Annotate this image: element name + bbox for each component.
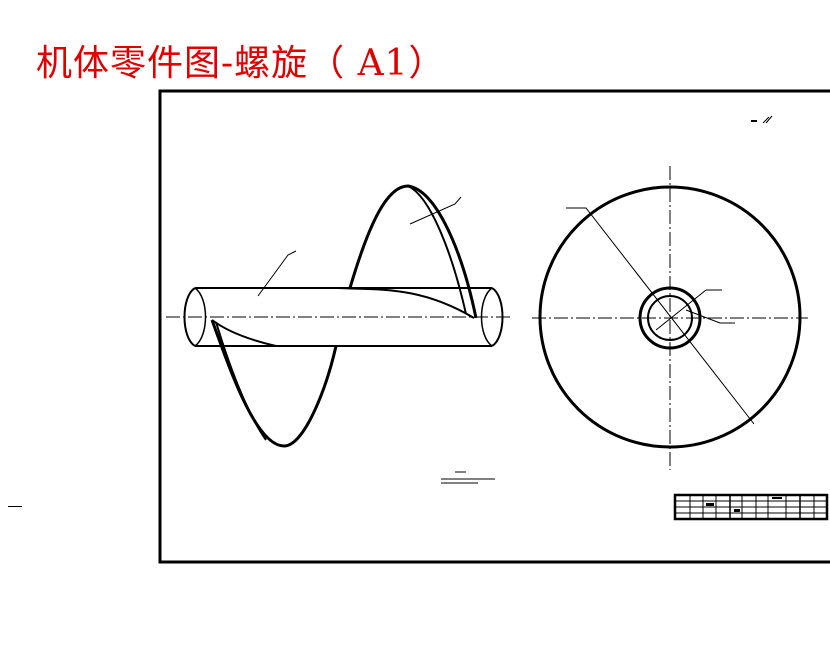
- sheet-border: [158, 89, 830, 564]
- shaft-left-end-inner: [194, 287, 207, 347]
- leader-flight: [409, 196, 462, 225]
- drawing-note: [441, 471, 495, 484]
- upper-flight-root: [337, 287, 475, 319]
- title-block: [673, 493, 829, 521]
- side-view-circle: [532, 166, 808, 470]
- page-title: 机体零件图-螺旋（ A1）: [36, 43, 446, 84]
- lower-flight-inner: [215, 321, 267, 441]
- margin-dash: [8, 506, 22, 507]
- hub-leader: [655, 289, 722, 331]
- upper-flight-inner: [407, 185, 467, 315]
- roughness-mark: [751, 115, 773, 124]
- front-view-screw: [166, 184, 512, 448]
- lower-flight-root: [211, 319, 277, 347]
- lower-flight-outer: [210, 319, 338, 448]
- shaft-right-end: [491, 287, 504, 347]
- leader-shaft: [257, 250, 297, 297]
- upper-flight-outer: [348, 184, 478, 319]
- bore-leader: [685, 309, 735, 324]
- shaft-left-end: [183, 287, 196, 347]
- outer-diameter-leader: [566, 207, 755, 425]
